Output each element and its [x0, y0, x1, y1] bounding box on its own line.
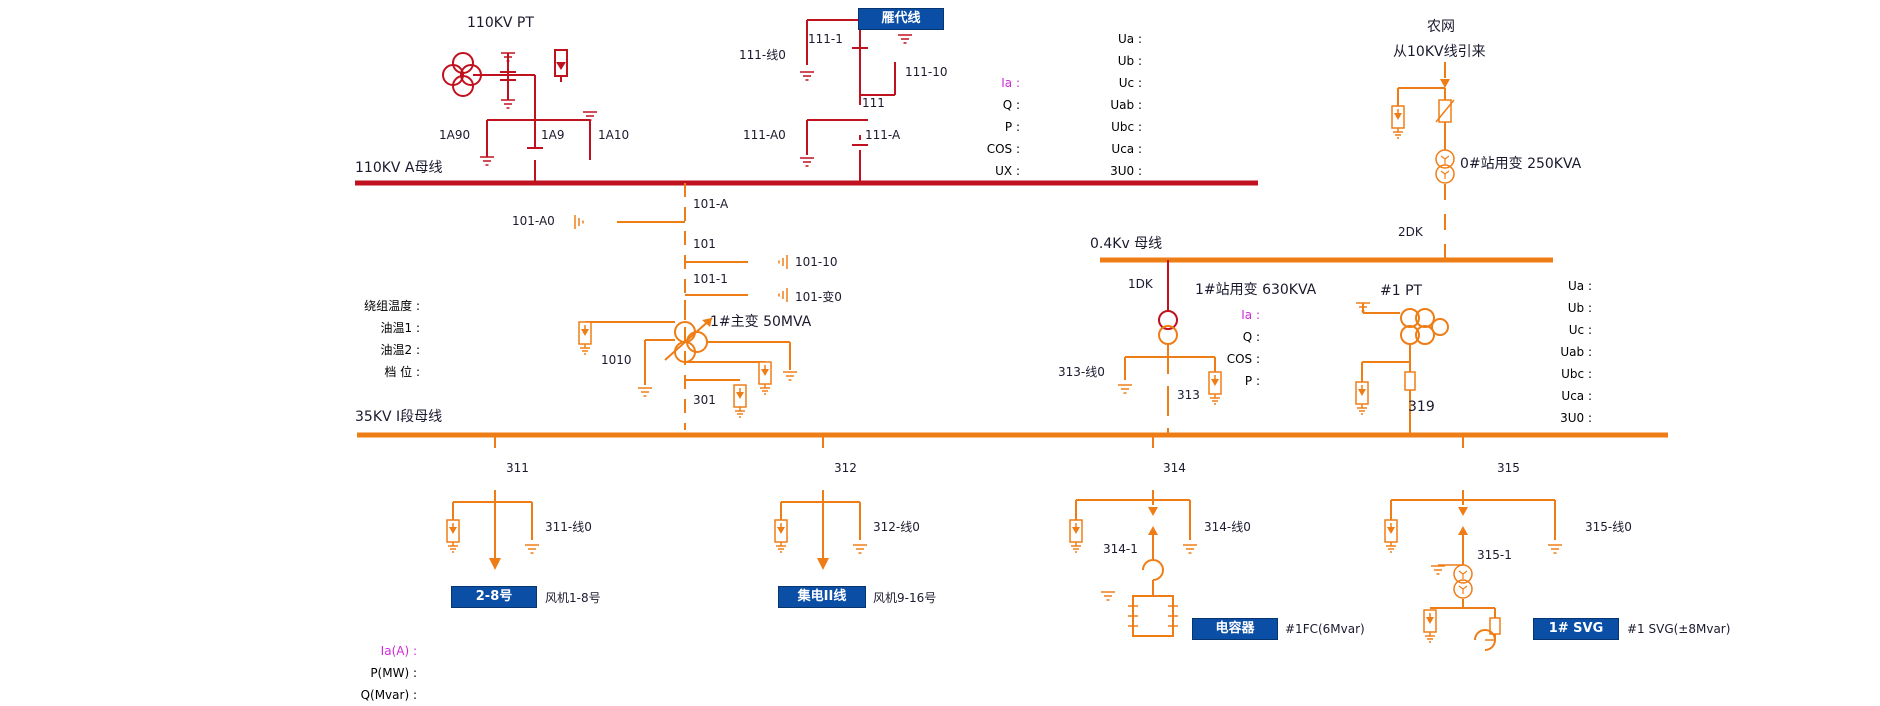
feeder-315-group	[1384, 435, 1563, 651]
switch-319-label: 319	[1408, 399, 1435, 415]
switch-111-1-label: 111-1	[808, 32, 843, 46]
switch-315-1-label: 315-1	[1477, 548, 1512, 562]
readout-uc-label: Uc :	[1118, 76, 1142, 90]
feeder-315-tag[interactable]: 1# SVG	[1533, 618, 1619, 640]
readout-p-label: P :	[1004, 120, 1020, 134]
readout-ubc-label: Ubc :	[1561, 367, 1592, 381]
readout-ub-label: Ub :	[1117, 54, 1142, 68]
feeder-314-group	[1069, 435, 1198, 637]
bus-35kv-label: 35KV I段母线	[355, 409, 443, 425]
readout-110-left: Ia : Q : P : COS : UX :	[970, 72, 1020, 182]
readout-cos-label: COS :	[1226, 352, 1260, 366]
switch-1a10-label: 1A10	[598, 128, 630, 142]
readout-ua-label: Ua :	[1118, 32, 1142, 46]
switch-101-10-label: 101-10	[795, 255, 838, 269]
nongwang-source-label: 从10KV线引来	[1393, 44, 1486, 60]
switch-2dk-label: 2DK	[1398, 225, 1423, 239]
oil-temp-2-label: 油温2 :	[380, 343, 421, 357]
switch-315-line0-label: 315-线0	[1585, 520, 1632, 534]
readout-uab-label: Uab :	[1560, 345, 1592, 359]
readout-ia-label: Ia :	[1241, 308, 1260, 322]
readout-uca-label: Uca :	[1111, 142, 1142, 156]
bus-0-4kv-label: 0.4Kv 母线	[1090, 236, 1163, 252]
temp-readout: 绕组温度 : 油温1 : 油温2 : 档 位 :	[340, 295, 420, 383]
feeder-311-tag[interactable]: 2-8号	[451, 586, 537, 608]
readout-p-label: P :	[1244, 374, 1260, 388]
feeder-312-group	[774, 435, 868, 570]
feeder-315-desc: #1 SVG(±8Mvar)	[1627, 622, 1731, 636]
readout-ia-label: Ia :	[1001, 76, 1020, 90]
switch-101-bian0-label: 101-变0	[795, 290, 842, 304]
bottom-readout: Ia(A) : P(MW) : Q(Mvar) :	[345, 640, 417, 706]
switch-313-line0-label: 313-线0	[1058, 365, 1105, 379]
station-trafo-1-label: 1#站用变 630KVA	[1195, 282, 1317, 298]
readout-ub-label: Ub :	[1567, 301, 1592, 315]
switch-314-line0-label: 314-线0	[1204, 520, 1251, 534]
switch-315-label: 315	[1497, 461, 1520, 475]
readout-3u0-label: 3U0 :	[1110, 164, 1142, 178]
station-trafo-0-label: 0#站用变 250KVA	[1460, 156, 1582, 172]
switch-313-label: 313	[1177, 388, 1200, 402]
switch-312-line0-label: 312-线0	[873, 520, 920, 534]
readout-ia-a-label: Ia(A) :	[380, 644, 417, 658]
switch-314-1-label: 314-1	[1103, 542, 1138, 556]
readout-q-label: Q :	[1242, 330, 1260, 344]
line-111-group	[799, 10, 913, 183]
switch-111-a-label: 111-A	[865, 128, 901, 142]
switch-311-label: 311	[506, 461, 529, 475]
pt-1-group	[1355, 302, 1449, 435]
switch-312-label: 312	[834, 461, 857, 475]
feeder-312-tag[interactable]: 集电II线	[778, 586, 866, 608]
switch-101-label: 101	[693, 237, 716, 251]
pt-1-label: #1 PT	[1380, 283, 1423, 299]
switch-111-label: 111	[862, 96, 885, 110]
main-trafo-label: 1#主变 50MVA	[710, 314, 812, 330]
winding-temp-label: 绕组温度 :	[364, 299, 420, 313]
line-111-tag[interactable]: 雁代线	[858, 8, 944, 30]
station-trafo-1-readout: Ia : Q : COS : P :	[1220, 304, 1260, 392]
feeder-311-group	[446, 435, 540, 570]
readout-uab-label: Uab :	[1110, 98, 1142, 112]
switch-314-label: 314	[1163, 461, 1186, 475]
main-trafo-group	[574, 183, 798, 430]
switch-111-line0-label: 111-线0	[739, 48, 786, 62]
readout-3u0-label: 3U0 :	[1560, 411, 1592, 425]
switch-101-a0-label: 101-A0	[512, 214, 555, 228]
bus-110kv-label: 110KV A母线	[355, 160, 443, 176]
switch-301-label: 301	[693, 393, 716, 407]
station-trafo-1-group	[1117, 260, 1222, 435]
tap-position-label: 档 位 :	[384, 365, 420, 379]
nongwang-label: 农网	[1427, 19, 1455, 35]
switch-101-a-label: 101-A	[693, 197, 729, 211]
readout-cos-label: COS :	[986, 142, 1020, 156]
readout-p-mw-label: P(MW) :	[370, 666, 417, 680]
oil-temp-1-label: 油温1 :	[380, 321, 421, 335]
readout-ubc-label: Ubc :	[1111, 120, 1142, 134]
switch-1a90-label: 1A90	[439, 128, 471, 142]
feeder-312-desc: 风机9-16号	[873, 591, 937, 605]
pt-110-title: 110KV PT	[467, 15, 534, 31]
readout-q-label: Q :	[1002, 98, 1020, 112]
pt-110-group	[442, 49, 598, 183]
feeder-314-desc: #1FC(6Mvar)	[1285, 622, 1365, 636]
switch-1010-label: 1010	[601, 353, 632, 367]
feeder-314-tag[interactable]: 电容器	[1192, 618, 1278, 640]
switch-1dk-label: 1DK	[1128, 277, 1153, 291]
readout-q-mvar-label: Q(Mvar) :	[360, 688, 417, 702]
switch-1a9-label: 1A9	[541, 128, 565, 142]
readout-uc-label: Uc :	[1568, 323, 1592, 337]
pt-1-readout: Ua : Ub : Uc : Uab : Ubc : Uca : 3U0 :	[1540, 275, 1592, 429]
readout-uca-label: Uca :	[1561, 389, 1592, 403]
readout-ux-label: UX :	[995, 164, 1020, 178]
feeder-311-desc: 风机1-8号	[545, 591, 601, 605]
readout-110-right: Ua : Ub : Uc : Uab : Ubc : Uca : 3U0 :	[1090, 28, 1142, 182]
nongwang-group	[1391, 62, 1455, 260]
switch-111-a0-label: 111-A0	[743, 128, 786, 142]
switch-311-line0-label: 311-线0	[545, 520, 592, 534]
switch-111-10-label: 111-10	[905, 65, 948, 79]
readout-ua-label: Ua :	[1568, 279, 1592, 293]
switch-101-1-label: 101-1	[693, 272, 728, 286]
